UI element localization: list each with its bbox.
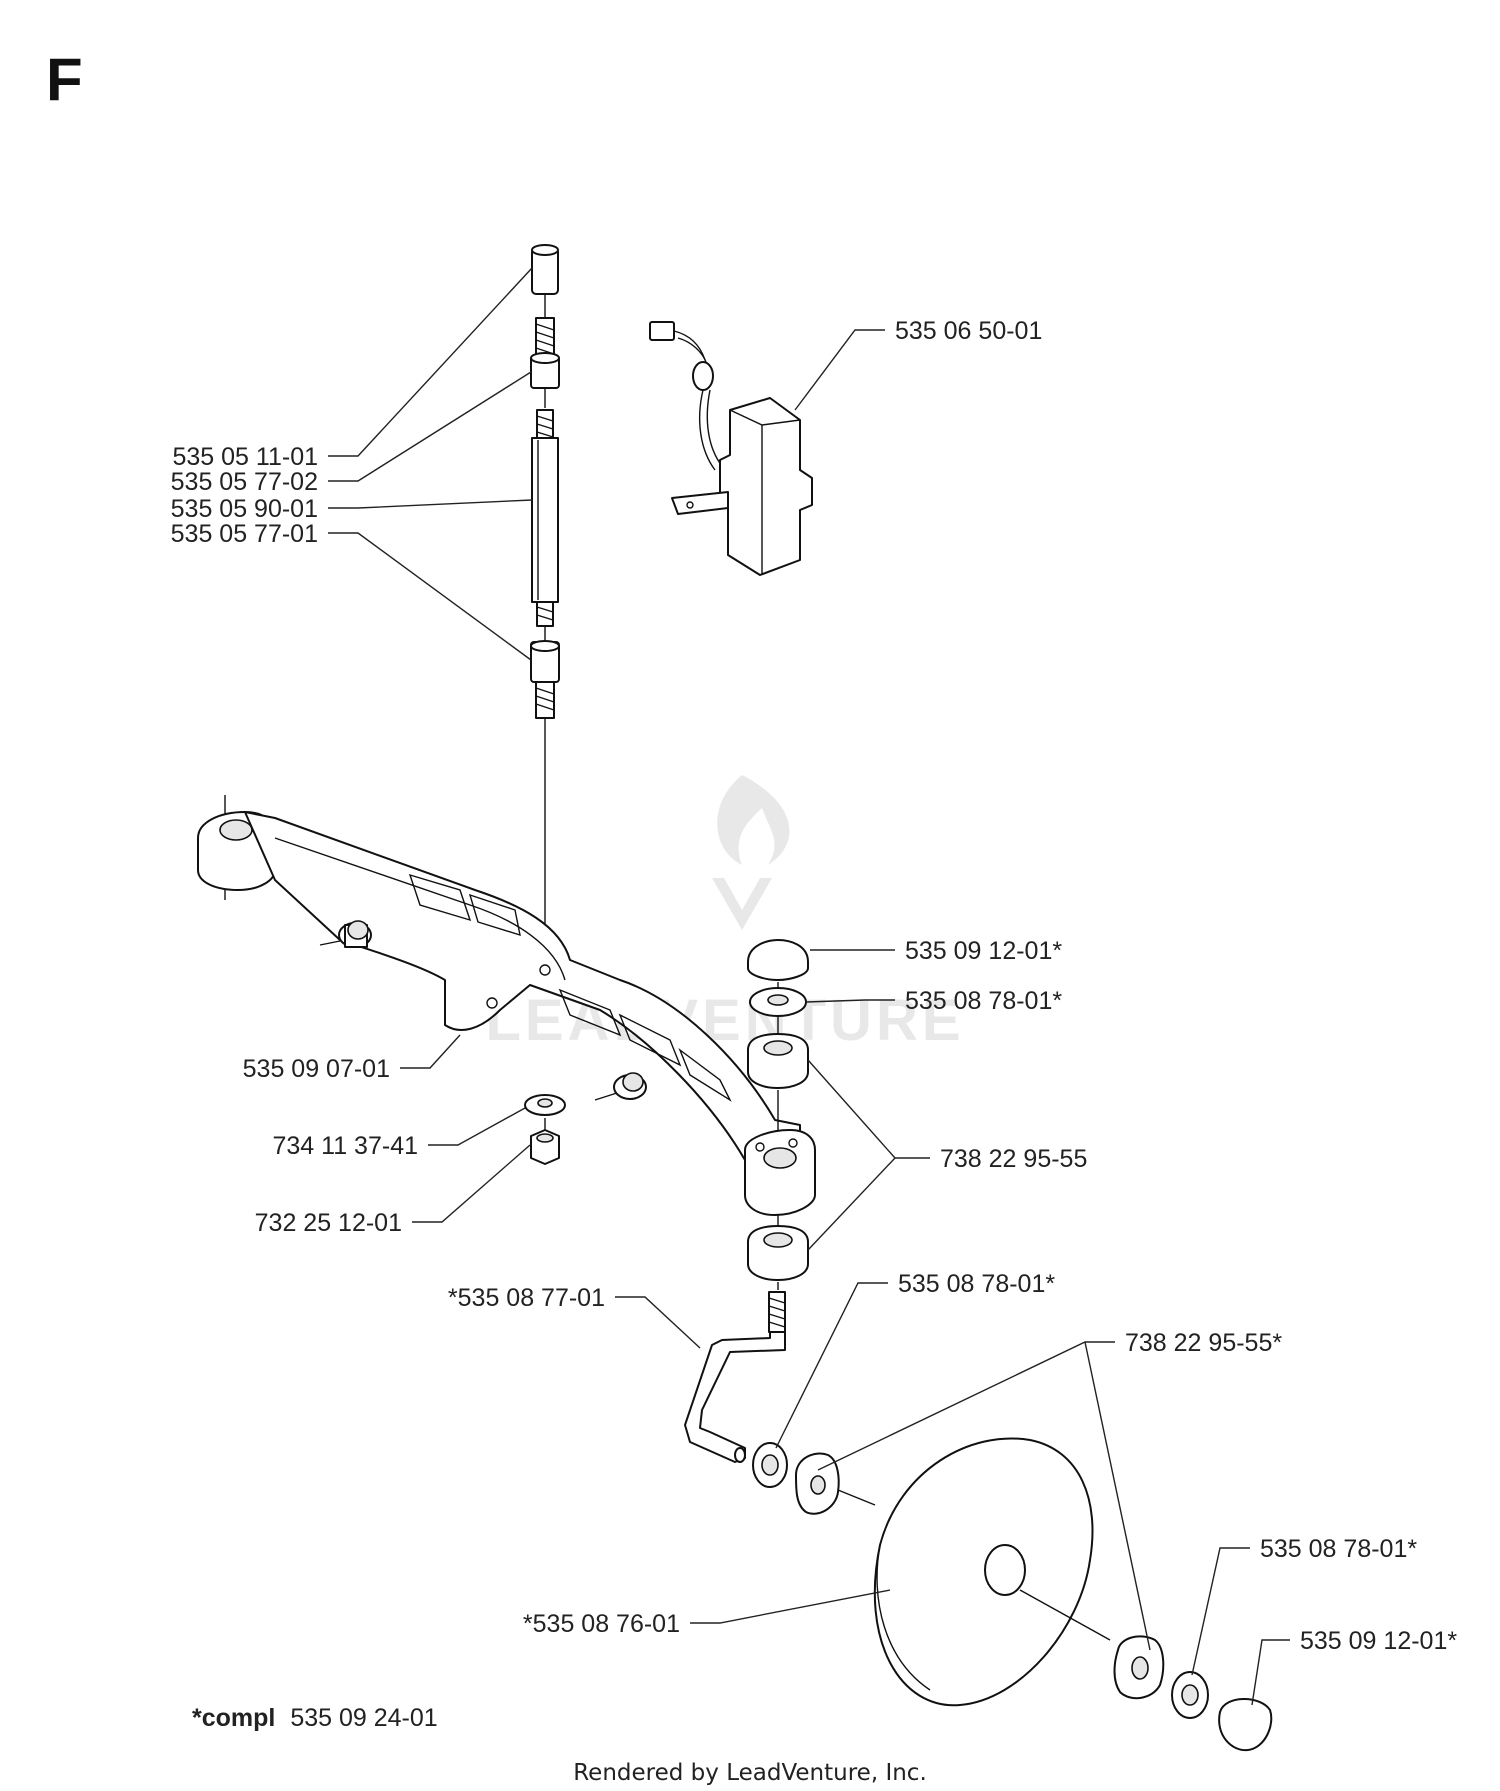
axle-beam xyxy=(197,795,816,1216)
section-letter: F xyxy=(46,46,83,113)
label-738-22-95-55-star: 738 22 95-55* xyxy=(1125,1329,1282,1357)
label-734-11-37-41: 734 11 37-41 xyxy=(273,1132,419,1160)
label-535-05-77-01: 535 05 77-01 xyxy=(171,520,318,548)
label-535-06-50-01: 535 06 50-01 xyxy=(895,317,1042,345)
label-535-05-77-02: 535 05 77-02 xyxy=(171,468,318,496)
washer-nut xyxy=(524,1094,566,1165)
label-535-05-11-01: 535 05 11-01 xyxy=(173,443,319,471)
label-535-09-12-01-cap: 535 09 12-01* xyxy=(905,937,1062,965)
label-535-08-78-01-lower: 535 08 78-01* xyxy=(1260,1535,1417,1563)
footnote: *compl 535 09 24-01 xyxy=(192,1704,438,1732)
watermark-logo: LEADVENTURE xyxy=(485,775,964,1053)
label-535-08-77-01: *535 08 77-01 xyxy=(448,1284,605,1312)
shaft-assembly xyxy=(530,244,560,975)
footnote-prefix: *compl xyxy=(192,1704,275,1732)
caster-wheel xyxy=(752,1437,1273,1752)
label-535-08-78-01-mid: 535 08 78-01* xyxy=(898,1270,1055,1298)
leader-lines xyxy=(328,267,1290,1706)
label-535-08-78-01-upper: 535 08 78-01* xyxy=(905,987,1062,1015)
label-732-25-12-01: 732 25 12-01 xyxy=(255,1209,402,1237)
footnote-part: 535 09 24-01 xyxy=(290,1704,437,1732)
label-535-09-07-01: 535 09 07-01 xyxy=(243,1055,390,1083)
caster-stack xyxy=(684,939,809,1463)
label-738-22-95-55: 738 22 95-55 xyxy=(940,1145,1087,1173)
label-535-09-12-01-hub: 535 09 12-01* xyxy=(1300,1627,1457,1655)
label-535-08-76-01: *535 08 76-01 xyxy=(523,1610,680,1638)
render-credit: Rendered by LeadVenture, Inc. xyxy=(573,1760,927,1786)
label-535-05-90-01: 535 05 90-01 xyxy=(171,495,318,523)
sensor-switch xyxy=(649,321,813,576)
watermark-text: LEADVENTURE xyxy=(485,988,964,1053)
